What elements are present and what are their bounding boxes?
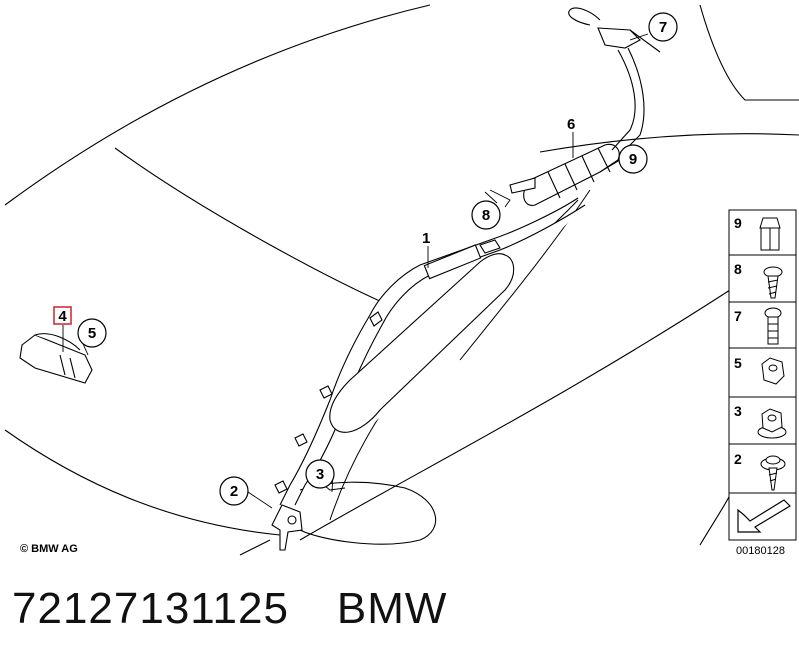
legend-row-2: 2 [734,451,786,491]
callout-7: 7 [648,12,678,42]
arrow-icon [737,499,791,533]
legend-row-7: 7 [734,307,782,345]
car-body-outline [4,4,799,556]
svg-text:5: 5 [734,355,742,371]
callout-4-highlighted: 4 [53,306,72,325]
part-number: 72127131125 [12,584,289,633]
callout-1: 1 [422,230,430,247]
legend-row-arrow [737,499,791,533]
svg-text:3: 3 [316,466,324,483]
cap-nut-icon [759,217,781,251]
svg-text:2: 2 [734,451,742,467]
svg-text:3: 3 [734,403,742,419]
callout-8: 8 [471,200,501,230]
svg-text:7: 7 [659,19,667,36]
callout-9: 9 [618,144,648,174]
svg-text:5: 5 [88,325,96,342]
side-module [19,333,93,384]
curtain-airbag [274,197,586,506]
svg-text:1: 1 [422,230,430,247]
svg-text:8: 8 [482,207,490,224]
legend-row-8: 8 [734,261,783,299]
svg-text:7: 7 [734,308,742,324]
fastener-legend: 9 8 7 [728,209,797,541]
brand-name: BMW [336,584,448,633]
copyright-text: © BMW AG [20,543,78,555]
svg-text:4: 4 [58,308,67,325]
hex-nut-icon [761,357,785,385]
callout-3: 3 [305,459,335,489]
legend-row-9: 9 [734,215,781,251]
washer-screw-icon [760,455,786,491]
tapping-screw-icon [763,266,783,299]
svg-text:9: 9 [629,151,637,168]
svg-text:6: 6 [567,116,575,133]
bolt-icon [764,307,782,345]
callout-2: 2 [219,476,249,506]
legend-row-5: 5 [734,355,785,385]
legend-row-3: 3 [734,403,787,439]
part-caption: 72127131125 BMW [12,584,447,634]
flange-nut-icon [757,408,787,439]
callout-6: 6 [567,116,575,133]
lower-bracket [271,504,303,551]
gas-hose [568,7,661,156]
callout-5: 5 [77,318,107,348]
svg-text:8: 8 [734,261,742,277]
diagram-number: 00180128 [736,545,785,557]
svg-text:9: 9 [734,215,742,231]
gas-generator [509,143,620,206]
svg-text:2: 2 [230,483,238,500]
